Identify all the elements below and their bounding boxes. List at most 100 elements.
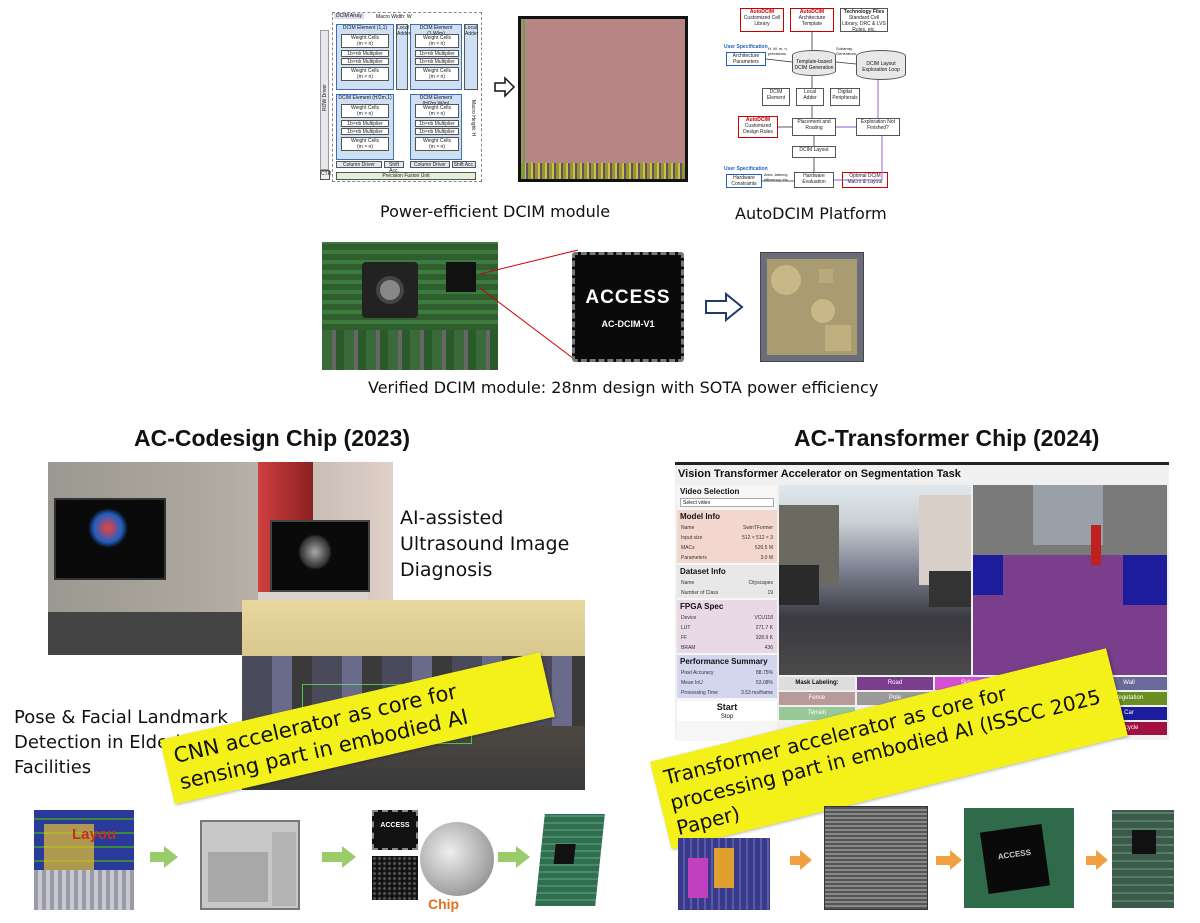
info-value: 19 [767, 590, 773, 596]
info-key: Pixel Accuracy [681, 670, 714, 676]
template-generation: Template-based DCIM Generation [792, 50, 836, 76]
info-value: 88.75% [756, 670, 773, 676]
info-row: Device VCU118 [677, 613, 777, 623]
info-row: Pixel Accuracy 88.75% [677, 668, 777, 678]
arrow-right-icon [150, 852, 164, 862]
shift-acc-1: Shift Acc. [384, 161, 404, 174]
mask-labeling-label: Mask Labeling: [779, 677, 855, 690]
info-key: Processing Time [681, 690, 718, 696]
flow-connectors [762, 32, 883, 182]
chip-brand-logo: ACCESS [585, 287, 671, 308]
column-driver-1: Column Driver [336, 161, 382, 168]
info-value: 3.0 M [760, 555, 773, 561]
info-row: MACs 520.5 M [677, 543, 777, 553]
exploration-not-finished: Exploration Not Finished? [856, 118, 900, 136]
zoom-lines [480, 249, 579, 363]
info-row: Number of Class 19 [677, 588, 777, 598]
video-select[interactable]: Select video [680, 498, 774, 507]
info-value: SwinTFormer [742, 525, 773, 531]
macro-width-label: Macro Width: W [376, 14, 412, 20]
dcim-element-hw: DCIM Element (H/2m,W/m) Weight Cells(m ×… [410, 94, 462, 160]
arrow-right-icon [1086, 856, 1096, 865]
stop-button[interactable]: Stop [677, 713, 777, 721]
ac-dcim-chip: ACCESS AC-DCIM-V1 [572, 252, 684, 362]
arrow-right-icon [936, 856, 950, 865]
dcim-element-11: DCIM Element (1,1) Weight Cells(m × n) 1… [336, 24, 394, 90]
info-value: 512 × 512 × 3 [742, 535, 773, 541]
hardware-evaluation: Hardware Evaluation [794, 172, 834, 188]
arrow-right-icon [494, 76, 516, 98]
dcim-architecture-diagram: DCIM Array Macro Width: W ROW Driver DCI… [318, 10, 490, 184]
info-key: Number of Class [681, 590, 719, 596]
original-video-frame [779, 485, 971, 675]
chip-model-label: AC-DCIM-V1 [601, 319, 655, 329]
arrow-right-icon [790, 856, 800, 865]
mini-chip-package: ACCESS [372, 810, 418, 850]
ultrasound-label: AI-assisted Ultrasound Image Diagnosis [400, 507, 570, 581]
shift-acc-2: Shift Acc. [452, 161, 476, 168]
info-key: Mean IoU [681, 680, 703, 686]
precision-fusion-unit: Precision Fusion Unit [336, 172, 476, 180]
architecture-parameters: Architecture Parameters [726, 52, 766, 66]
column-driver-2: Column Driver [410, 161, 450, 168]
side-panel: Video Selection Select video Model Info … [677, 485, 777, 741]
ctr-block: CTR [320, 170, 331, 180]
dcim-module-caption: Power-efficient DCIM module [380, 202, 611, 221]
segmented-video-frame [973, 485, 1167, 675]
info-key: Input size [681, 535, 703, 541]
info-value: VCU118 [754, 615, 773, 621]
info-key: LUT [681, 625, 691, 631]
local-adder-1: Local Adder [396, 24, 410, 90]
transformer-chip-photo: ACCESS [964, 808, 1074, 908]
info-value: 328.9 K [755, 635, 773, 641]
verified-caption: Verified DCIM module: 28nm design with S… [368, 378, 879, 397]
local-adder-box: Local Adder [796, 88, 824, 106]
info-key: Name [681, 580, 695, 586]
info-value: 436 [764, 645, 773, 651]
mask-label-fence: Fence [779, 692, 855, 705]
chip-layout-thumbnail: Layou [34, 810, 134, 910]
arrow-right-icon [705, 292, 744, 322]
app-title: Vision Transformer Accelerator on Segmen… [678, 468, 961, 480]
ac-transformer-title: AC-Transformer Chip (2024) [794, 425, 1100, 451]
pcb-board-photo [322, 242, 498, 370]
local-adder-2: Local Adder [464, 24, 478, 90]
placement-routing: Placement and Routing [792, 118, 836, 136]
chip-label: Chip [428, 896, 460, 912]
info-row: Input size 512 × 512 × 3 [677, 533, 777, 543]
info-value: 53.08% [756, 680, 773, 686]
coin-photo [420, 822, 494, 896]
info-key: BRAM [681, 645, 696, 651]
info-value: 271.7 K [755, 625, 773, 631]
board-thumbnail [535, 814, 605, 906]
start-button[interactable]: Start [677, 701, 777, 713]
layout-label: Layou [72, 826, 117, 843]
info-row: Mean IoU 53.08% [677, 678, 777, 688]
layout-exploration-loop: DCIM Layout Exploration Loop [856, 50, 906, 80]
transformer-layout-thumbnail [678, 838, 770, 910]
dcim-layout-box: DCIM Layout [792, 146, 836, 158]
vit-demo-window: Vision Transformer Accelerator on Segmen… [675, 462, 1169, 741]
chip-die-photo [760, 252, 864, 362]
dcim-layout-image [518, 16, 688, 182]
info-key: Device [681, 615, 697, 621]
info-value: 520.5 M [754, 545, 773, 551]
hardware-constraints: Hardware Constraints [726, 174, 762, 188]
transformer-die-thumbnail [824, 806, 928, 910]
info-value: Cityscapes [748, 580, 773, 586]
dcim-element-box: DCIM Element [762, 88, 790, 106]
arrow-right-icon [498, 852, 516, 862]
autodcim-caption: AutoDCIM Platform [735, 204, 887, 223]
info-row: LUT 271.7 K [677, 623, 777, 633]
info-key: MACs [681, 545, 695, 551]
bga-chip [372, 856, 418, 900]
mask-label-road: Road [857, 677, 933, 690]
